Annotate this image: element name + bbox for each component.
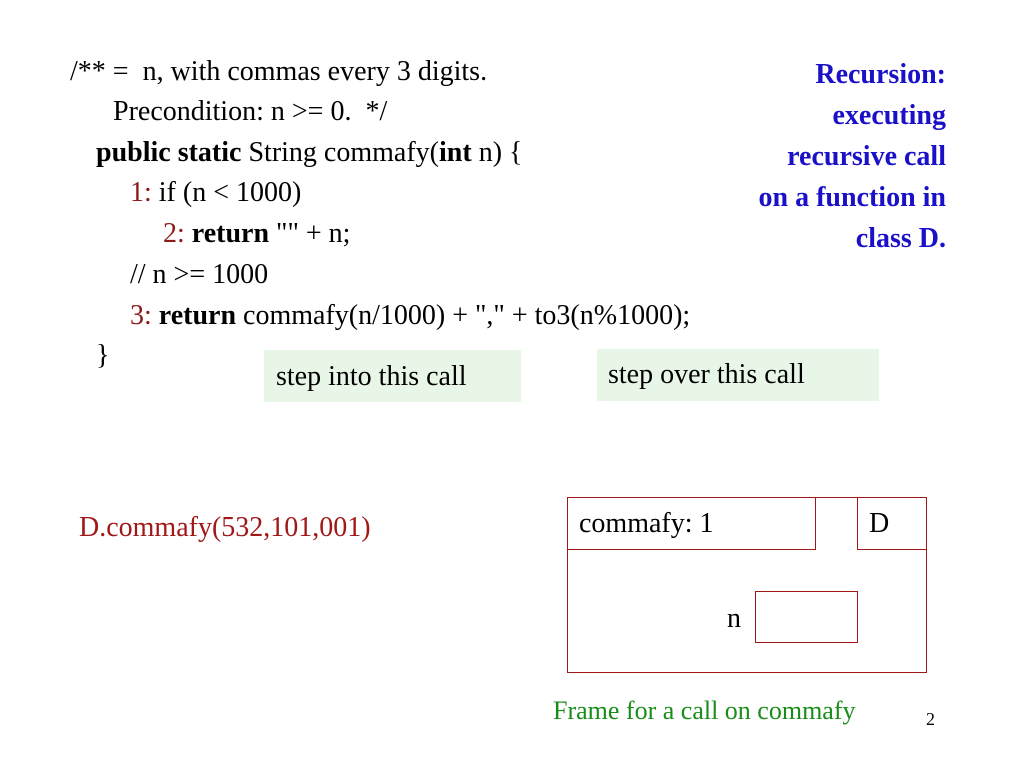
code-line-5: 2: return "" + n; <box>163 214 350 254</box>
code-text: "" + n; <box>269 218 351 249</box>
code-line-3: public static String commafy(int n) { <box>96 133 522 173</box>
frame-var-label: n <box>727 603 741 634</box>
step-over-box: step over this call <box>597 349 879 401</box>
keyword-int: int <box>439 137 472 168</box>
keyword-public: public <box>96 137 171 168</box>
call-expression: D.commafy(532,101,001) <box>79 512 371 543</box>
line-number-3: 3: <box>130 300 152 331</box>
code-line-8: } <box>96 340 110 371</box>
slide-title-line-4: on a function in <box>758 182 947 213</box>
frame-caption: Frame for a call on commafy <box>553 696 856 725</box>
keyword-return: return <box>191 218 270 249</box>
step-into-box: step into this call <box>264 350 521 402</box>
frame-name: commafy: 1 <box>579 508 714 539</box>
slide-title: Recursion: executing recursive call on a… <box>686 54 947 259</box>
keyword-static: static <box>177 137 242 168</box>
frame-name-box: commafy: 1 <box>567 497 816 550</box>
step-over-label: step over this call <box>608 359 805 390</box>
code-line-1: /** = n, with commas every 3 digits. <box>70 56 488 87</box>
line-number-1: 1: <box>130 177 152 208</box>
code-line-2: Precondition: n >= 0. */ <box>113 96 388 127</box>
code-line-6: // n >= 1000 <box>130 259 269 290</box>
code-text: commafy(n/1000) + "," + to3(n%1000); <box>236 300 691 331</box>
page-number: 2 <box>926 709 935 729</box>
code-line-7: 3: return commafy(n/1000) + "," + to3(n%… <box>130 296 690 336</box>
frame-scope-box: D <box>857 497 927 550</box>
line-number-2: 2: <box>163 218 185 249</box>
code-line-4: 1: if (n < 1000) <box>130 173 301 213</box>
slide-title-line-1: Recursion: <box>815 59 946 90</box>
step-into-label: step into this call <box>276 361 467 392</box>
slide-title-line-2: executing <box>832 100 946 131</box>
slide-title-line-3: recursive call <box>787 141 946 172</box>
frame-scope: D <box>869 508 890 539</box>
keyword-return: return <box>158 300 237 331</box>
frame-var-box <box>755 591 858 643</box>
code-text: String commafy( <box>241 137 439 168</box>
code-text: if (n < 1000) <box>151 177 302 208</box>
code-text: n) { <box>471 137 523 168</box>
slide-title-line-5: class D. <box>855 223 946 254</box>
